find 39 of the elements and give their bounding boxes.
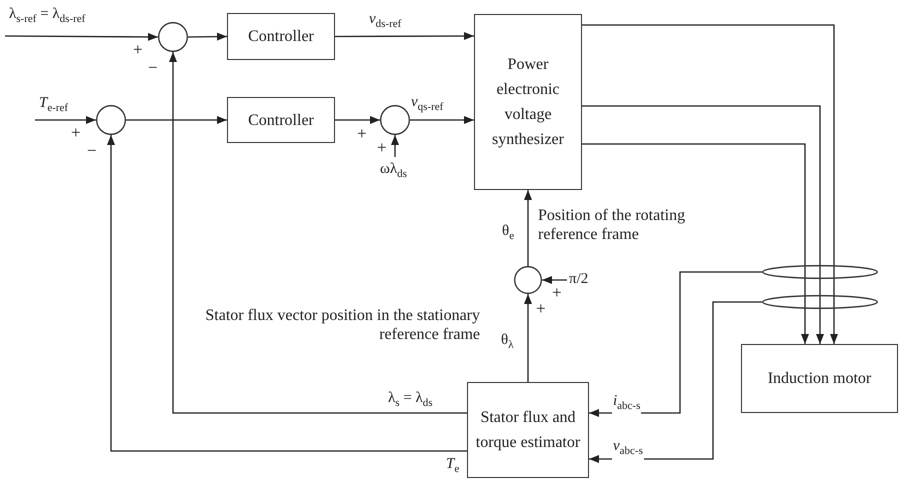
block-label: Stator flux and torque estimator xyxy=(474,408,582,453)
edge-label: i$_{abc-s}$ xyxy=(612,392,642,415)
arrow xyxy=(391,135,399,157)
arrow xyxy=(335,32,474,40)
block-label: Power electronic voltage synthesizer xyxy=(491,55,565,150)
arrow xyxy=(107,135,467,452)
arrow xyxy=(582,105,824,344)
arrow xyxy=(589,301,762,463)
block-box xyxy=(474,14,582,190)
block-label: Controller xyxy=(248,110,314,130)
arrow xyxy=(35,116,96,124)
block-label: Controller xyxy=(248,27,314,47)
arrow xyxy=(126,116,227,124)
arrow xyxy=(335,116,380,124)
sign-label: + xyxy=(552,283,562,302)
sign-label: + xyxy=(133,40,143,59)
arrow xyxy=(582,24,838,344)
arrow xyxy=(524,190,532,266)
sign-label: + xyxy=(536,299,546,318)
sign-label: + xyxy=(71,123,81,142)
arrow xyxy=(524,294,532,382)
arrow xyxy=(169,52,467,414)
sign-label: + xyxy=(357,124,367,143)
annotation-text: Stator flux vector position in the stationary reference frame xyxy=(204,306,480,344)
block-box xyxy=(741,344,898,413)
block-box xyxy=(467,382,589,478)
sign-label: − xyxy=(87,141,97,160)
arrow xyxy=(542,276,567,284)
arrow xyxy=(582,143,809,344)
block-box xyxy=(227,97,335,143)
arrow xyxy=(188,32,227,41)
arrow xyxy=(410,116,474,124)
annotation-text: Position of the rotating reference frame xyxy=(538,206,686,244)
block-label: Induction motor xyxy=(768,369,872,389)
sign-label: − xyxy=(148,58,158,77)
arrow xyxy=(5,32,158,41)
block-box xyxy=(227,13,335,60)
sign-label: + xyxy=(377,138,387,157)
arrow xyxy=(589,271,762,417)
